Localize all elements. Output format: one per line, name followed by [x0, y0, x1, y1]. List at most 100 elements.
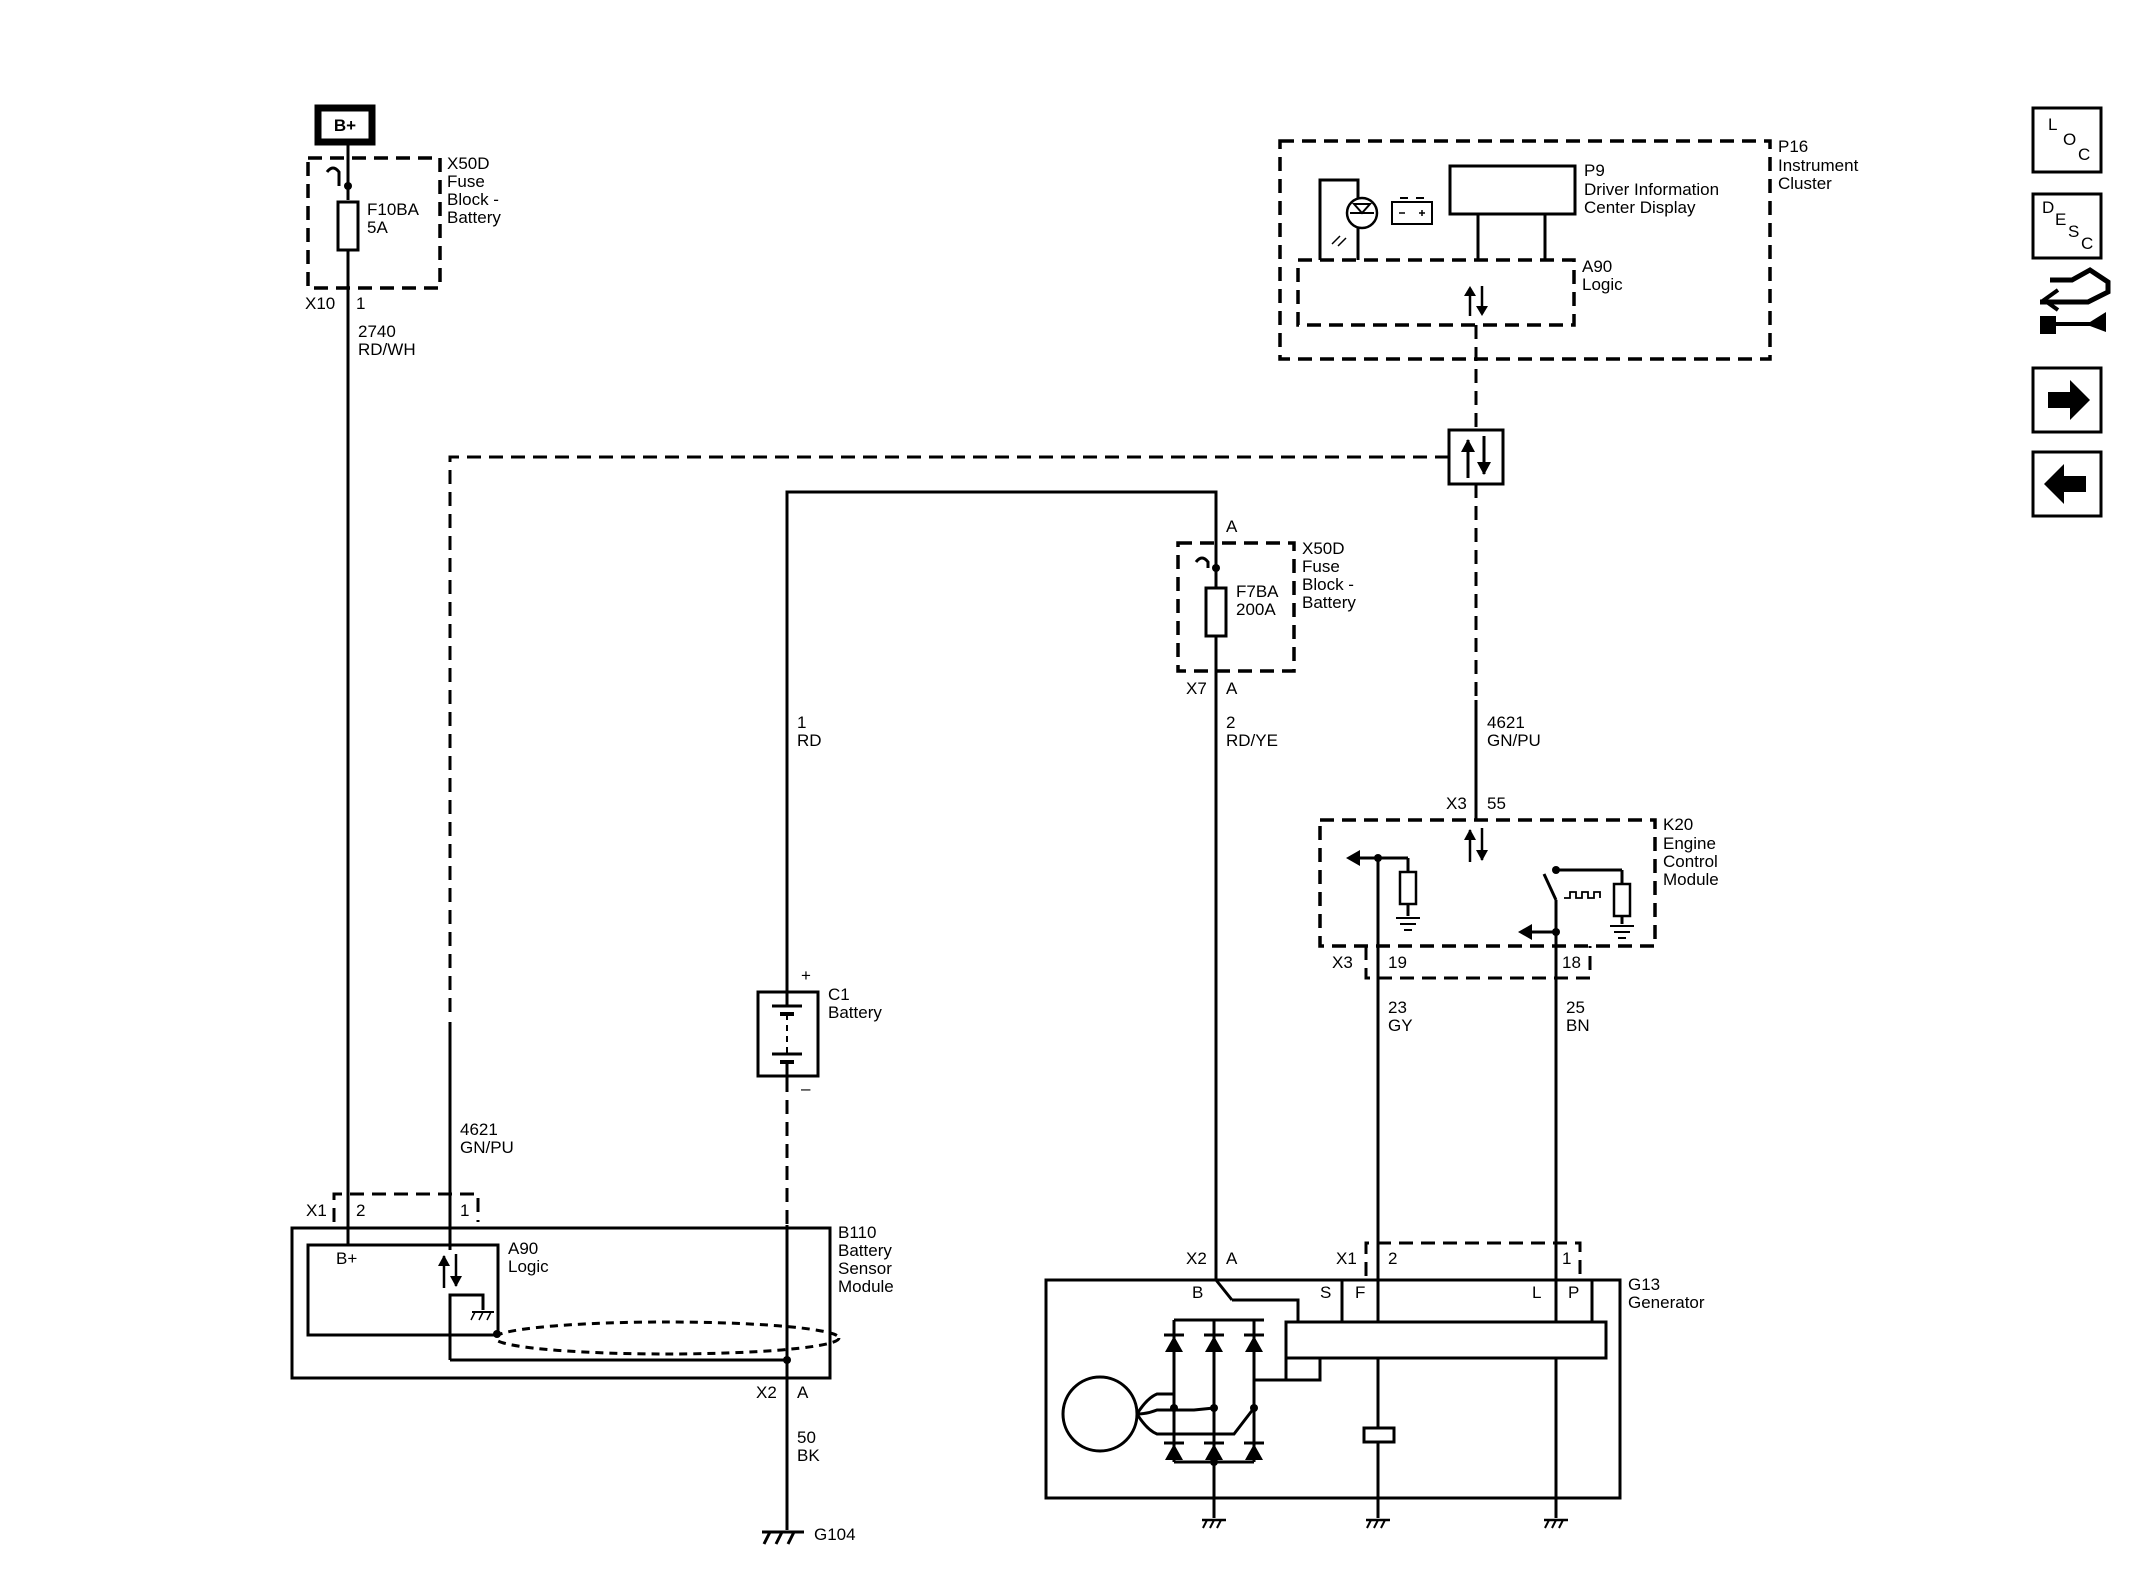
connector-label: X1 — [306, 1201, 327, 1220]
battery-icon — [1391, 197, 1433, 225]
module-name: Center Display — [1584, 198, 1696, 217]
fuse-rating: 5A — [367, 218, 388, 237]
logic-name: Logic — [508, 1257, 549, 1276]
pin-label: 2 — [356, 1201, 365, 1220]
ground-symbol: G104 — [762, 1525, 856, 1545]
fuse-rating: 200A — [1236, 600, 1276, 619]
connector-label: X2 — [756, 1383, 777, 1402]
wire-2740: 2740 RD/WH — [346, 288, 416, 1245]
nav-loc-button[interactable]: L O C — [2031, 106, 2103, 174]
module-name: Cluster — [1778, 174, 1832, 193]
fuse-block-label: Block - — [447, 190, 499, 209]
logic-id: A90 — [508, 1239, 538, 1258]
polarity-plus: + — [801, 966, 811, 985]
module-name: Logic — [1582, 275, 1623, 294]
wire-circuit: 23 — [1388, 998, 1407, 1017]
b110-battery-sensor-module: X1 2 1 B110 Battery Sensor Module B+ A90… — [290, 1192, 894, 1402]
data-splice-pack — [1447, 428, 1505, 486]
previous-arrow-button[interactable] — [2031, 450, 2103, 518]
wire-circuit: 4621 — [1487, 713, 1525, 732]
pin-label: 19 — [1388, 953, 1407, 972]
module-id: K20 — [1663, 815, 1693, 834]
ground-symbol — [1544, 1518, 1568, 1529]
wire-circuit: 25 — [1566, 998, 1585, 1017]
pin-label: 55 — [1487, 794, 1506, 813]
terminal-label: L — [1532, 1283, 1541, 1302]
connector-label: X2 — [1186, 1249, 1207, 1268]
module-name: Engine — [1663, 834, 1716, 853]
wire-color: RD/WH — [358, 340, 416, 359]
wire-circuit: 2740 — [358, 322, 396, 341]
module-name: Module — [838, 1277, 894, 1296]
pin-label: 1 — [460, 1201, 469, 1220]
terminal-label: A — [1226, 517, 1238, 536]
pin-label: 18 — [1562, 953, 1581, 972]
connector-label: X10 — [305, 294, 335, 313]
module-id: P9 — [1584, 161, 1605, 180]
terminal-label: B — [1192, 1283, 1203, 1302]
battery-warning-lamp — [1318, 178, 1379, 260]
fuse-f10ba: X50D Fuse Block - Battery F10BA 5A X10 1 — [305, 142, 501, 313]
terminal-label: F — [1355, 1283, 1365, 1302]
module-id: P16 — [1778, 137, 1808, 156]
pin-label: A — [1226, 679, 1238, 698]
nav-loc-letter: L — [2048, 115, 2057, 134]
module-id: G13 — [1628, 1275, 1660, 1294]
wire-circuit: 4621 — [460, 1120, 498, 1139]
ground-symbol — [1366, 1518, 1390, 1529]
next-arrow-button[interactable] — [2031, 366, 2103, 434]
bplus-label: B+ — [334, 116, 356, 135]
nav-loc-letter: C — [2078, 145, 2090, 164]
pin-label: 1 — [356, 294, 365, 313]
data-comm-arrows-icon — [438, 1254, 462, 1288]
connector-harness-icon[interactable] — [2040, 267, 2111, 334]
arrow-left-icon — [2044, 464, 2086, 504]
terminal-label: P — [1568, 1283, 1579, 1302]
connector-label: X3 — [1332, 953, 1353, 972]
component-name: Battery — [828, 1003, 882, 1022]
ground-id: G104 — [814, 1525, 856, 1544]
g13-generator: X2 A X1 2 1 G13 Generator B S F L P — [1044, 1241, 1705, 1529]
field-output-driver — [1346, 850, 1420, 931]
connector-label: X3 — [1446, 794, 1467, 813]
fuse-block-label: Fuse — [1302, 557, 1340, 576]
wire-circuit: 1 — [797, 713, 806, 732]
polarity-minus: – — [801, 1079, 811, 1098]
c1-battery: + C1 Battery – — [756, 966, 882, 1098]
fuse-name: F7BA — [1236, 582, 1279, 601]
nav-loc-letter: O — [2063, 130, 2076, 149]
fuse-block-label: Block - — [1302, 575, 1354, 594]
module-name: Battery — [838, 1241, 892, 1260]
bplus-terminal-label: B+ — [336, 1249, 357, 1268]
k20-engine-control-module: X3 55 K20 Engine Control Module — [1318, 794, 1719, 980]
nav-desc-letter: C — [2081, 234, 2093, 253]
module-name: Module — [1663, 870, 1719, 889]
wire-circuit: 50 — [797, 1428, 816, 1447]
fuse-block-label: Fuse — [447, 172, 485, 191]
stator-winding — [1061, 1375, 1256, 1453]
module-name: Driver Information — [1584, 180, 1719, 199]
wire-color: RD/YE — [1226, 731, 1278, 750]
fuse-block-id: X50D — [1302, 539, 1345, 558]
nav-desc-button[interactable]: D E S C — [2031, 192, 2103, 260]
fuse-name: F10BA — [367, 200, 420, 219]
pin-label: 1 — [1562, 1249, 1571, 1268]
bplus-source: B+ — [314, 104, 376, 146]
data-comm-arrows-icon — [1464, 828, 1488, 862]
arrow-right-icon — [2048, 380, 2090, 420]
pin-label: A — [797, 1383, 809, 1402]
terminal-label: S — [1320, 1283, 1331, 1302]
wire-circuit: 2 — [1226, 713, 1235, 732]
wire-color: RD — [797, 731, 822, 750]
fuse-f7ba: A X50D Fuse Block - Battery F7BA 200A X7… — [1176, 517, 1356, 698]
ground-symbol — [1202, 1518, 1226, 1529]
wire-color: GN/PU — [460, 1138, 514, 1157]
module-name: Sensor — [838, 1259, 892, 1278]
data-comm-arrows-icon — [1464, 286, 1488, 316]
fuse-block-id: X50D — [447, 154, 490, 173]
p16-instrument-cluster: P16 Instrument Cluster P9 Driver Infor — [1278, 137, 1859, 361]
current-shunt — [493, 1320, 841, 1356]
wire-color: BN — [1566, 1016, 1590, 1035]
p16-a90-logic: A90 Logic — [1296, 257, 1623, 327]
